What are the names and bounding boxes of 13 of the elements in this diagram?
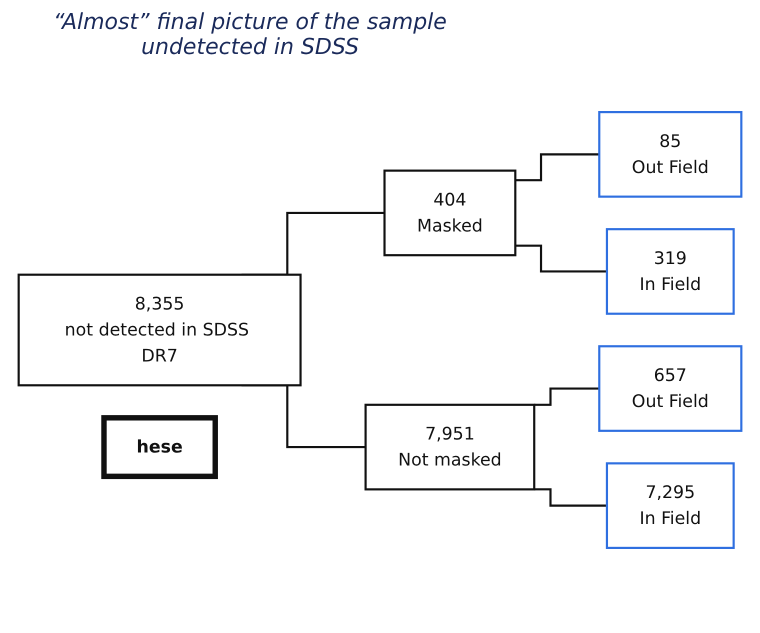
connector [534,488,607,507]
node-box: 7,295 In Field [606,462,735,549]
node-box: 404 Masked [383,170,516,256]
connector [515,153,600,182]
connector [534,387,600,406]
node-box: 8,355 not detected in SDSS DR7 [18,274,302,386]
node-box: 85 Out Field [598,111,742,198]
node-box: 7,951 Not masked [364,404,536,490]
node-box: hese [101,415,218,480]
node-box: 319 In Field [606,228,735,315]
connector [515,244,607,273]
node-box: 657 Out Field [598,345,742,432]
diagram-title: “Almost” final picture of the sample undetected in SDSS [52,10,448,60]
